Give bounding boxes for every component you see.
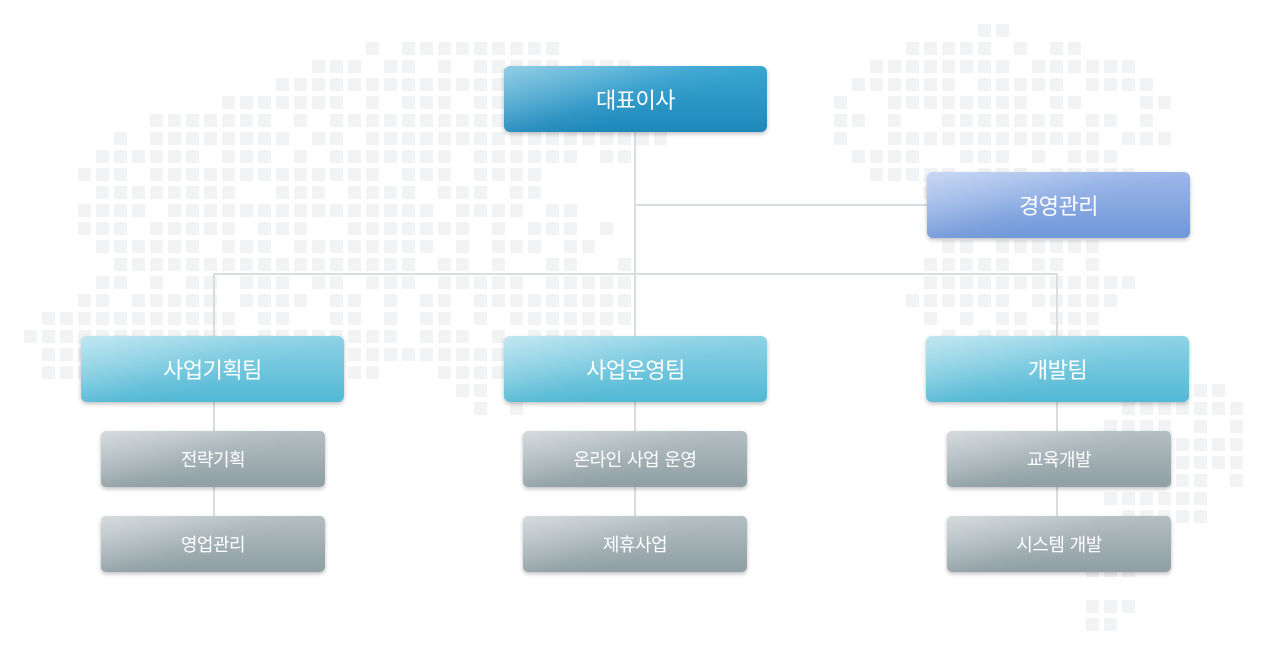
unit-box: 전략기획	[101, 431, 325, 487]
unit-box: 시스템 개발	[947, 516, 1171, 572]
ceo-label: 대표이사	[596, 89, 675, 114]
connector-team-1-drop	[213, 273, 215, 336]
unit-label: 영업관리	[180, 535, 246, 556]
unit-box: 영업관리	[101, 516, 325, 572]
team-box-business-operations: 사업운영팀	[504, 336, 767, 402]
management-label: 경영관리	[1019, 195, 1098, 220]
unit-label: 제휴사업	[602, 535, 668, 556]
connector-team-3-drop	[1056, 273, 1058, 336]
connector-ceo-trunk	[634, 132, 636, 336]
connector-team-bar	[213, 273, 1058, 275]
team-label: 사업기획팀	[163, 359, 262, 384]
team-box-development: 개발팀	[926, 336, 1189, 402]
team-label: 사업운영팀	[586, 359, 685, 384]
unit-label: 전략기획	[180, 450, 246, 471]
unit-box: 온라인 사업 운영	[523, 431, 747, 487]
unit-label: 교육개발	[1026, 450, 1092, 471]
team-box-business-planning: 사업기획팀	[81, 336, 344, 402]
unit-box: 제휴사업	[523, 516, 747, 572]
team-label: 개발팀	[1027, 359, 1088, 384]
unit-box: 교육개발	[947, 431, 1171, 487]
connector-management	[636, 204, 927, 206]
ceo-box: 대표이사	[504, 66, 767, 132]
unit-label: 온라인 사업 운영	[573, 450, 697, 471]
unit-label: 시스템 개발	[1016, 535, 1102, 556]
management-box: 경영관리	[927, 172, 1190, 238]
